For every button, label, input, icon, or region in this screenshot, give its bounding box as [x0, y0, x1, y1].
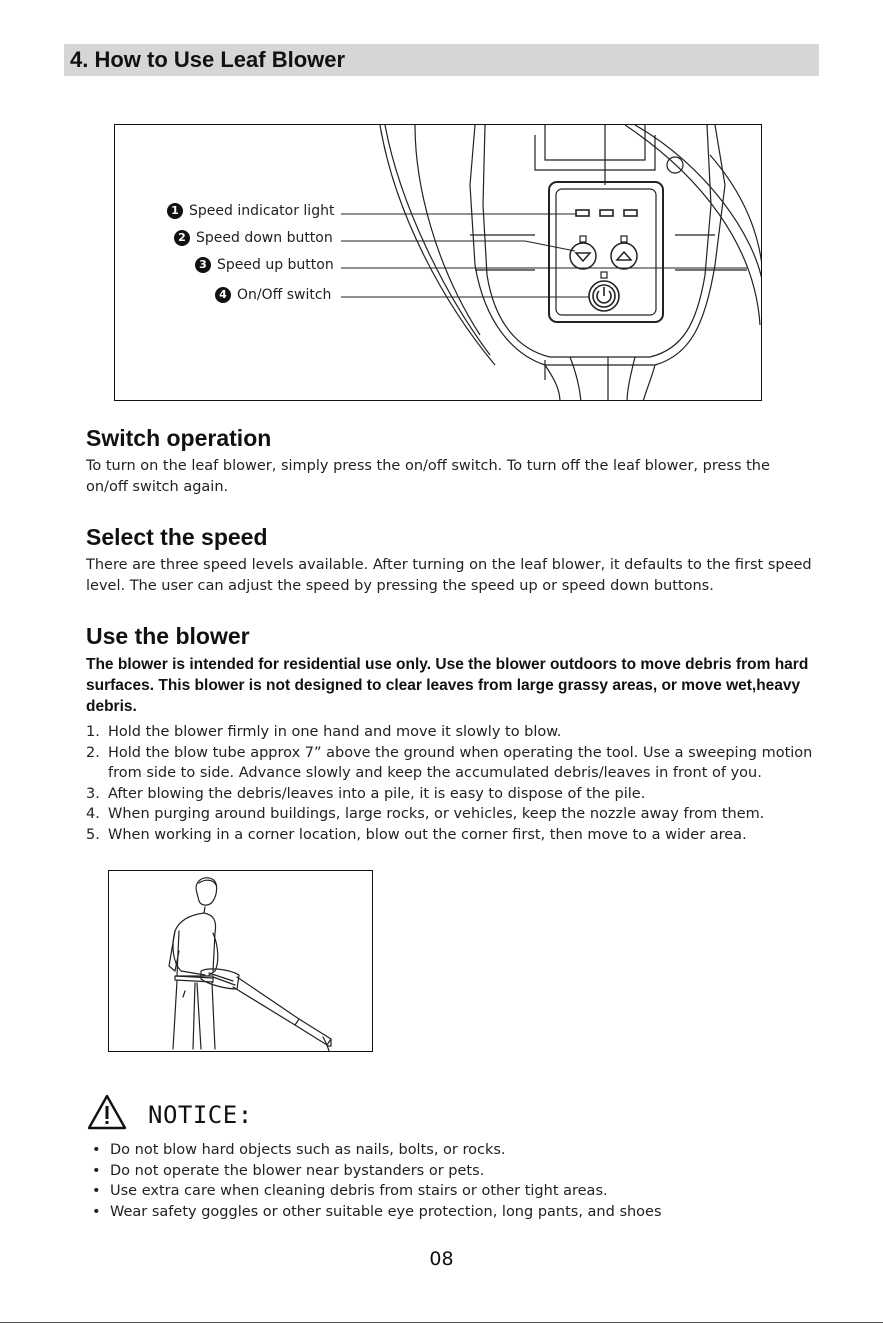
callout-on-off-switch: 4 On/Off switch [215, 287, 331, 303]
paragraph-switch-operation: To turn on the leaf blower, simply press… [86, 458, 770, 495]
paragraph-select-speed: There are three speed levels available. … [86, 557, 812, 594]
callout-label: On/Off switch [237, 287, 332, 303]
callout-number: 1 [167, 203, 183, 219]
callout-number: 2 [174, 230, 190, 246]
step-text: When purging around buildings, large roc… [108, 806, 765, 822]
callout-label: Speed down button [196, 230, 333, 246]
callout-number: 4 [215, 287, 231, 303]
notice-title: NOTICE: [148, 1101, 253, 1129]
notice-list: Do not blow hard objects such as nails, … [92, 1140, 662, 1222]
callout-speed-down: 2 Speed down button [174, 230, 333, 246]
control-panel-illustration: 1 Speed indicator light 2 Speed down but… [114, 124, 762, 401]
blower-body-drawing [341, 125, 761, 400]
bottom-divider [0, 1322, 883, 1323]
step-text: After blowing the debris/leaves into a p… [108, 785, 646, 802]
heading-use-blower: Use the blower [86, 623, 250, 649]
step-text: Hold the blow tube approx 7” above the g… [108, 744, 813, 782]
step-text: Hold the blower firmly in one hand and m… [108, 724, 562, 740]
step-number: 4. [86, 806, 100, 822]
step-number: 1. [86, 724, 100, 740]
list-item: Do not blow hard objects such as nails, … [92, 1140, 662, 1161]
page-number: 08 [429, 1248, 454, 1270]
list-item: 1. Hold the blower firmly in one hand and… [86, 722, 846, 743]
list-item: Do not operate the blower near bystander… [92, 1161, 662, 1182]
person-blower-drawing [168, 877, 332, 1051]
callout-number: 3 [195, 257, 211, 273]
list-item: 4. When purging around buildings, large r… [86, 804, 846, 825]
step-number: 5. [86, 826, 100, 843]
callout-speed-indicator: 1 Speed indicator light [167, 203, 334, 219]
paragraph-use-blower-intro: The blower is intended for residential u… [86, 656, 809, 715]
list-item: 3. After blowing the debris/leaves into a… [86, 784, 846, 805]
speed-down-button-drawing [569, 242, 597, 270]
list-item: 2. Hold the blow tube approx 7” above the… [86, 743, 846, 784]
warning-triangle-icon [87, 1094, 127, 1130]
section-header: 4. How to Use Leaf Blower [64, 44, 819, 76]
section-title: 4. How to Use Leaf Blower [70, 47, 346, 72]
heading-switch-operation: Switch operation [86, 425, 272, 451]
list-item: Wear safety goggles or other suitable ey… [92, 1202, 662, 1223]
step-text: When working in a corner location, blow … [108, 826, 747, 843]
list-item: 5. When working in a corner location, blo… [86, 825, 846, 846]
step-number: 3. [86, 785, 100, 802]
step-number: 2. [86, 744, 100, 761]
person-using-blower-illustration [108, 870, 373, 1052]
heading-select-speed: Select the speed [86, 524, 268, 550]
callout-speed-up: 3 Speed up button [195, 257, 334, 273]
usage-steps-list: 1. Hold the blower firmly in one hand and… [86, 722, 846, 845]
list-item: Use extra care when cleaning debris from… [92, 1181, 662, 1202]
callout-label: Speed indicator light [189, 203, 335, 219]
power-icon [588, 280, 620, 312]
speed-up-button-drawing [610, 242, 638, 270]
callout-label: Speed up button [217, 257, 334, 273]
